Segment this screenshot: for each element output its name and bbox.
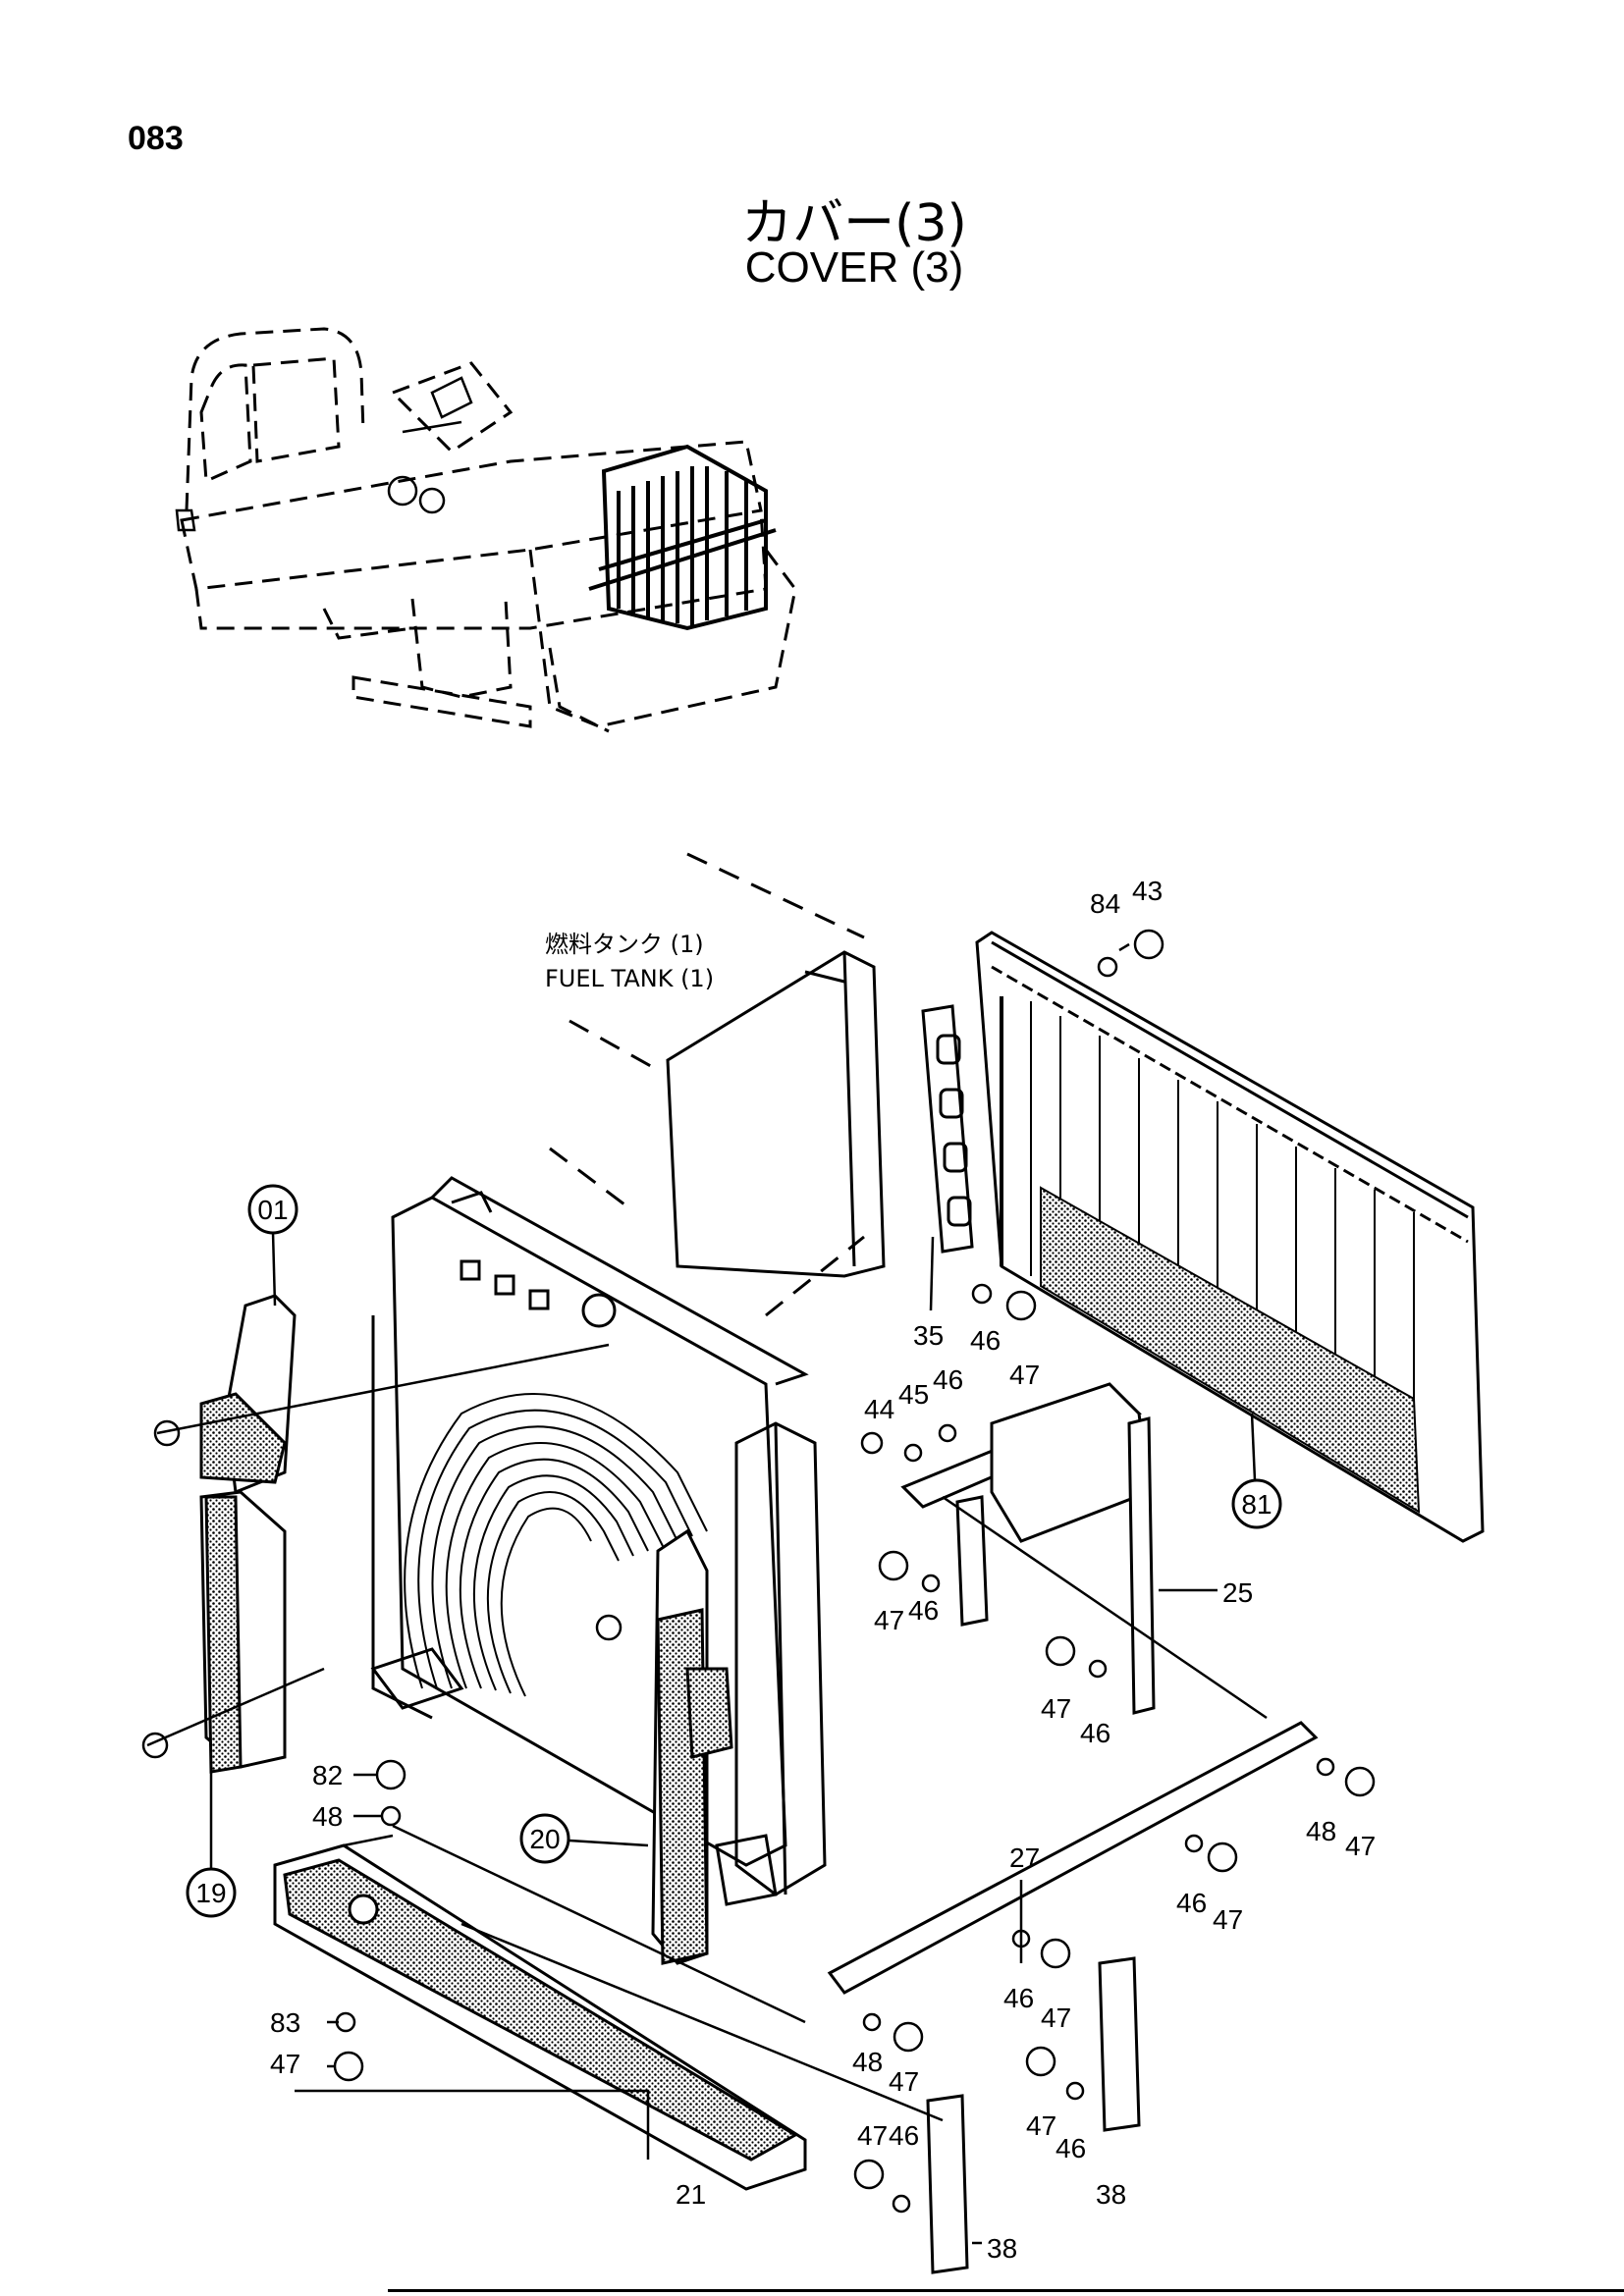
callout-46-b: 46	[933, 1364, 963, 1395]
cover-20	[651, 1528, 733, 1965]
radiator-right-support	[370, 1421, 827, 1906]
callout-47-c: 47	[1041, 1693, 1071, 1724]
callout-46-e: 46	[1176, 1888, 1207, 1918]
callout-47-b: 47	[874, 1605, 904, 1635]
leader-lines	[146, 1231, 1268, 2245]
callout-47-i: 47	[857, 2120, 888, 2151]
callout-01: 01	[247, 1184, 298, 1235]
radiator-fan-shroud	[404, 1393, 708, 1697]
condenser-81	[975, 931, 1485, 1543]
callout-47-g: 47	[889, 2066, 919, 2097]
fuel-tank-reference	[549, 852, 865, 1317]
svg-text:19: 19	[195, 1878, 226, 1908]
callout-25: 25	[1222, 1577, 1253, 1608]
svg-text:01: 01	[257, 1195, 288, 1225]
callout-20: 20	[519, 1813, 570, 1864]
callout-46-a: 46	[970, 1325, 1001, 1356]
callout-46-d: 46	[1080, 1718, 1110, 1748]
title-english: COVER (3)	[744, 243, 964, 292]
callout-83: 83	[270, 2007, 300, 2038]
callout-47-f: 47	[1041, 2002, 1071, 2033]
bracket-35	[921, 1004, 974, 1254]
callout-47-a: 47	[1009, 1360, 1040, 1390]
callout-46-g: 46	[1056, 2133, 1086, 2163]
hardware	[141, 929, 1376, 2214]
callout-27: 27	[1009, 1842, 1040, 1873]
fuel-tank-label-jp: 燃料タンク (1)	[545, 931, 704, 958]
callout-48-c: 48	[852, 2047, 883, 2077]
bracket-38-left	[926, 2094, 969, 2274]
callout-47-j: 47	[270, 2049, 300, 2079]
cover-01	[199, 1294, 297, 1495]
callout-46-h: 46	[889, 2120, 919, 2151]
cover-19	[199, 1490, 287, 1774]
excavator-overview	[180, 327, 797, 733]
callout-43: 43	[1132, 876, 1163, 906]
callout-46-f: 46	[1003, 1983, 1034, 2013]
svg-text:81: 81	[1241, 1489, 1272, 1520]
callout-48-a: 48	[312, 1801, 343, 1832]
callout-48-b: 48	[1306, 1816, 1336, 1846]
callout-38-left: 38	[987, 2233, 1017, 2264]
callout-47-h: 47	[1026, 2110, 1056, 2141]
callout-82: 82	[312, 1760, 343, 1790]
callout-19: 19	[186, 1867, 237, 1918]
page-number: 083	[128, 120, 184, 157]
callout-46-c: 46	[908, 1595, 939, 1626]
callout-81: 81	[1231, 1478, 1282, 1529]
bracket-25	[900, 1382, 1156, 1715]
callout-35: 35	[913, 1320, 944, 1351]
callout-38-right: 38	[1096, 2179, 1126, 2210]
radiator-assembly	[371, 1176, 809, 1867]
callout-47-e: 47	[1213, 1904, 1243, 1935]
bracket-38-right	[1098, 1956, 1141, 2132]
fuel-tank-label-en: FUEL TANK (1)	[545, 965, 714, 992]
callout-84: 84	[1090, 888, 1120, 919]
bottom-rule	[388, 2289, 1624, 2292]
excavator-highlight-radiator	[588, 444, 777, 631]
fuel-tank-side-panel	[666, 950, 886, 1278]
bar-27	[827, 1721, 1319, 1995]
excavator-solid-outline	[175, 376, 473, 532]
callout-21: 21	[676, 2179, 706, 2210]
callout-45: 45	[898, 1379, 929, 1410]
title-japanese: カバー(3)	[741, 194, 967, 253]
callout-44: 44	[864, 1394, 894, 1424]
callout-47-d: 47	[1345, 1831, 1376, 1861]
svg-text:20: 20	[529, 1824, 560, 1854]
